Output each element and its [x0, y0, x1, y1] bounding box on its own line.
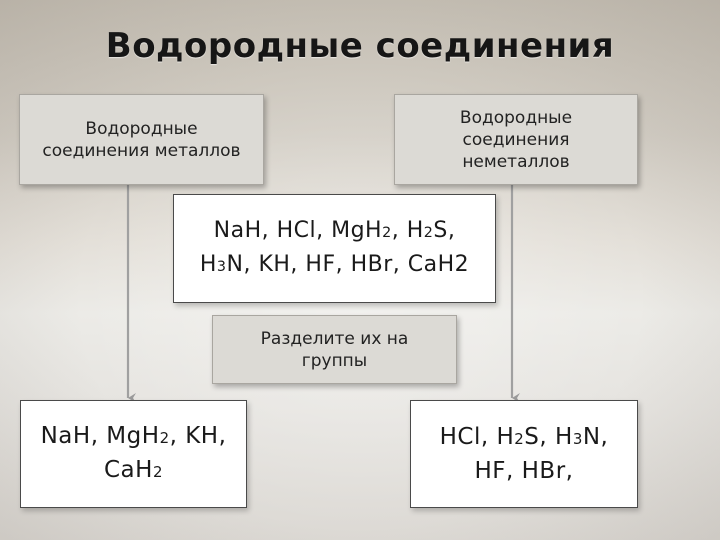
nonmetals-answer-box: HCl, H2S, H3N, HF, HBr, — [410, 400, 638, 508]
metals-category-line2: соединения металлов — [42, 140, 241, 161]
formula-text: N, KH, HF, HBr, CaH2 — [226, 251, 470, 277]
formula-text: NaH, MgH — [40, 423, 160, 449]
metals-answer-line2: CaH2 — [41, 454, 227, 488]
formula-index: 2 — [514, 430, 525, 448]
slide-title: Водородные соединения — [105, 26, 615, 66]
formula-text: , H — [391, 217, 424, 243]
metals-answer-box: NaH, MgH2, KH, CaH2 — [20, 400, 247, 508]
formula-list-line1: NaH, HCl, MgH2, H2S, — [200, 215, 469, 249]
nonmetals-category-line3: неметаллов — [462, 151, 570, 172]
formula-index: 2 — [152, 463, 163, 481]
formula-list-box: NaH, HCl, MgH2, H2S, H3N, KH, HF, HBr, C… — [173, 194, 496, 303]
formula-text: , KH, — [169, 423, 227, 449]
formula-text: S, — [433, 217, 456, 243]
formula-index: 3 — [572, 430, 583, 448]
formula-text: HCl, H — [439, 424, 515, 450]
metals-category-line1: Водородные — [85, 118, 198, 139]
formula-index: 3 — [216, 258, 227, 275]
nonmetals-category-line2: соединения — [462, 129, 570, 150]
formula-text: S, H — [524, 424, 573, 450]
task-box: Разделите их на группы — [212, 315, 457, 384]
metals-answer-line1: NaH, MgH2, KH, — [41, 420, 227, 454]
formula-list-line2: H3N, KH, HF, HBr, CaH2 — [200, 249, 469, 283]
task-line2: группы — [301, 350, 368, 371]
formula-index: 2 — [382, 224, 392, 241]
nonmetals-category-box: Водородные соединения неметаллов — [394, 94, 638, 185]
nonmetals-category-line1: Водородные — [459, 107, 573, 128]
nonmetals-answer-line2: HF, HBr, — [474, 458, 574, 484]
formula-text: H — [199, 251, 217, 277]
formula-text: CaH — [104, 457, 153, 483]
formula-index: 2 — [159, 429, 170, 447]
metals-category-box: Водородные соединения металлов — [19, 94, 264, 185]
formula-text: N, — [582, 424, 609, 450]
nonmetals-answer-line1: HCl, H2S, H3N, — [440, 421, 609, 455]
formula-text: NaH, HCl, MgH — [213, 217, 383, 243]
formula-index: 2 — [423, 224, 434, 241]
task-line1: Разделите их на — [260, 328, 409, 349]
